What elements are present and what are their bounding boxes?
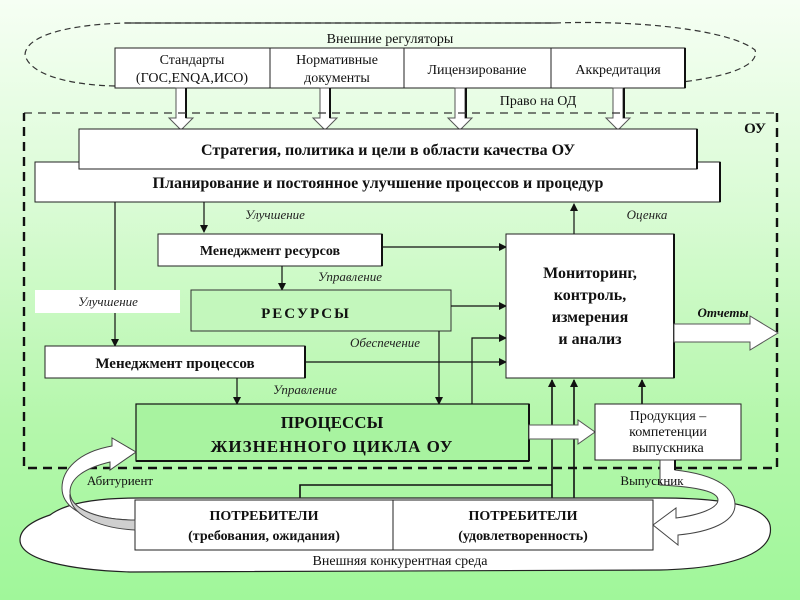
- environment-title: Внешняя конкурентная среда: [313, 554, 489, 569]
- regulator-box-licensing: Лицензирование: [403, 47, 552, 89]
- regulator-arrows: [167, 87, 632, 131]
- graduate-label: Выпускник: [620, 473, 684, 488]
- strategy-text: Стратегия, политика и цели в области кач…: [201, 142, 575, 159]
- lifecycle-processes-box: ПРОЦЕССЫ ЖИЗНЕННОГО ЦИКЛА ОУ: [135, 403, 530, 462]
- provision-label: Обеспечение: [350, 335, 420, 350]
- regulators-title: Внешние регуляторы: [327, 32, 454, 47]
- consumers-satisfaction-box: ПОТРЕБИТЕЛИ (удовлетворенность): [392, 499, 654, 551]
- lifecycle-to-product-arrow: [528, 419, 596, 445]
- monitoring-line3: измерения: [552, 309, 629, 326]
- arrow-down-standards: [167, 87, 195, 131]
- regulator-licensing-label: Лицензирование: [427, 63, 526, 78]
- arrow-down-normative: [311, 87, 339, 131]
- strategy-box: Планирование и постоянное улучшение проц…: [34, 128, 721, 203]
- resources-text: РЕСУРСЫ: [261, 306, 351, 322]
- regulator-box-accreditation: Аккредитация: [550, 47, 686, 89]
- external-regulators-group: Внешние регуляторы Стандарты (ГОС,ENQA,И…: [24, 21, 757, 109]
- regulator-standards-line2: (ГОС,ENQA,ИСО): [136, 71, 248, 86]
- improvement-label-left: Улучшение: [78, 294, 138, 309]
- regulator-box-normative-docs: Нормативные документы: [269, 47, 405, 89]
- consumers-right-line2: (удовлетворенность): [458, 529, 588, 544]
- monitoring-line2: контроль,: [554, 287, 626, 304]
- consumers-requirements-box: ПОТРЕБИТЕЛИ (требования, ожидания): [134, 499, 394, 551]
- product-line1: Продукция –: [630, 409, 708, 424]
- consumers-right-line1: ПОТРЕБИТЕЛИ: [469, 509, 578, 524]
- improvement-left-box: Улучшение: [35, 290, 180, 313]
- regulator-normative-line1: Нормативные: [296, 53, 378, 68]
- applicant-label: Абитуриент: [87, 473, 153, 488]
- regulator-standards-line1: Стандарты: [160, 53, 225, 68]
- consumers-left-line1: ПОТРЕБИТЕЛИ: [210, 509, 319, 524]
- lifecycle-line2: ЖИЗНЕННОГО ЦИКЛА ОУ: [211, 437, 454, 456]
- resources-box: РЕСУРСЫ: [190, 289, 452, 332]
- regulator-accreditation-label: Аккредитация: [575, 63, 661, 78]
- monitoring-line4: и анализ: [558, 331, 622, 348]
- product-line2: компетенции: [629, 425, 707, 440]
- external-environment-group: Внешняя конкурентная среда ПОТРЕБИТЕЛИ (…: [19, 497, 772, 573]
- process-management-box: Менеджмент процессов: [44, 345, 306, 379]
- evaluation-label: Оценка: [627, 207, 668, 222]
- monitoring-box: Мониторинг, контроль, измерения и анализ: [505, 233, 675, 379]
- regulator-box-standards: Стандарты (ГОС,ENQA,ИСО): [114, 47, 271, 89]
- control-label-1: Управление: [318, 269, 382, 284]
- lifecycle-line1: ПРОЦЕССЫ: [281, 413, 384, 432]
- arrow-down-licensing: [446, 87, 474, 131]
- product-line3: выпускника: [632, 441, 704, 456]
- right-to-activity-label: Право на ОД: [500, 94, 577, 109]
- reports-label: Отчеты: [697, 305, 748, 320]
- resource-management-box: Менеджмент ресурсов: [157, 233, 383, 267]
- arrow-lifecycle-to-monitoring: [471, 334, 507, 404]
- improvement-label-top: Улучшение: [245, 207, 305, 222]
- regulator-normative-line2: документы: [304, 71, 370, 86]
- applicant-curved-arrow: [61, 437, 137, 531]
- reports-arrow: [673, 315, 779, 351]
- resource-management-text: Менеджмент ресурсов: [200, 244, 341, 259]
- graduate-curved-arrow: [652, 459, 736, 547]
- consumers-left-line2: (требования, ожидания): [188, 529, 340, 544]
- process-management-text: Менеджмент процессов: [95, 356, 254, 372]
- organization-label: ОУ: [744, 121, 766, 137]
- control-label-2: Управление: [273, 382, 337, 397]
- planning-text: Планирование и постоянное улучшение проц…: [153, 175, 604, 192]
- product-box: Продукция – компетенции выпускника: [594, 403, 742, 461]
- arrow-down-accreditation: [604, 87, 632, 131]
- monitoring-line1: Мониторинг,: [543, 265, 637, 282]
